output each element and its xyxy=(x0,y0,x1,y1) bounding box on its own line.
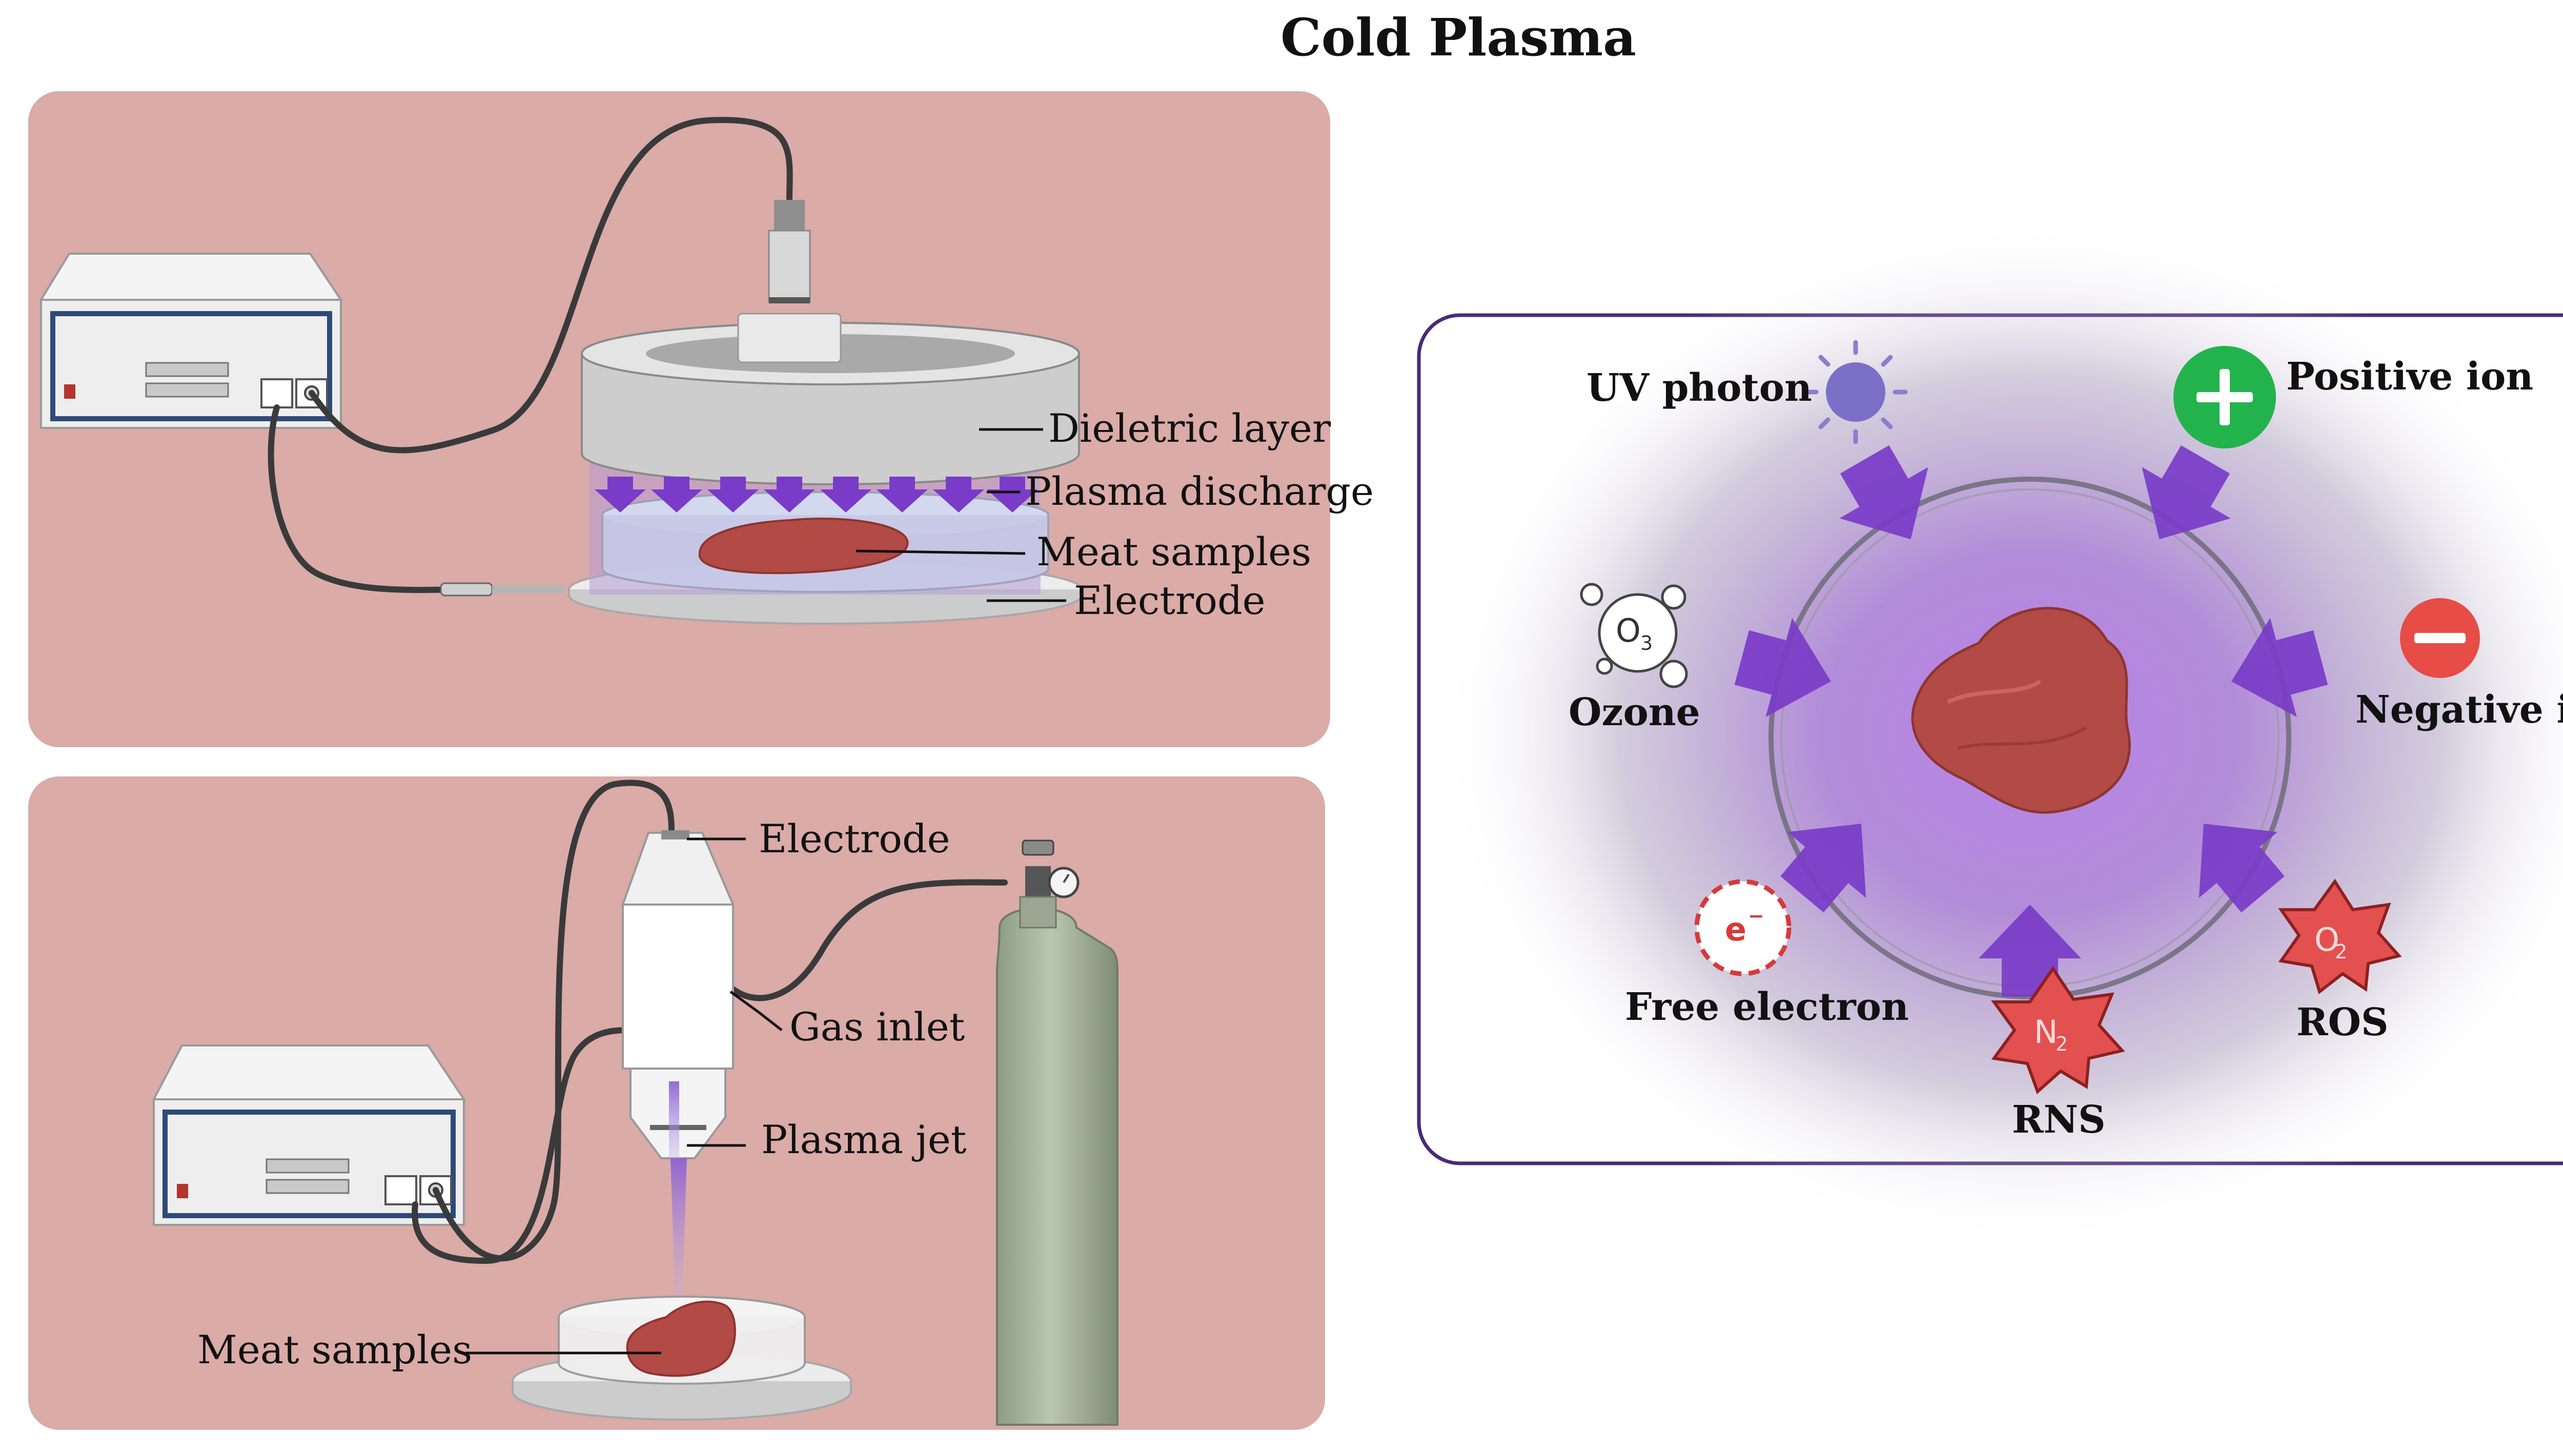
label-uv-photon: UV photon xyxy=(1586,366,1812,410)
power-supply-unit xyxy=(39,253,343,429)
species-panel: UV photon Positive ion O 3 Ozone Negativ… xyxy=(1417,220,2563,1245)
label-ros: ROS xyxy=(2296,1000,2388,1044)
plasma-jet-torch xyxy=(621,830,735,1174)
plasma-discharge-arrows xyxy=(595,477,1038,512)
dbd-panel: Dieletric layer Plasma discharge Meat sa… xyxy=(28,91,1374,747)
label-meat-samples-dbd: Meat samples xyxy=(1036,529,1311,575)
label-plasma-jet: Plasma jet xyxy=(761,1117,966,1162)
label-ozone: Ozone xyxy=(1569,690,1700,734)
gas-cylinder xyxy=(996,839,1118,1426)
jet-panel: Electrode Gas inlet Plasma jet Meat samp… xyxy=(28,776,1325,1430)
label-rns: RNS xyxy=(2012,1098,2106,1142)
negative-ion-icon xyxy=(2400,598,2480,678)
free-electron-icon xyxy=(1694,879,1792,976)
electron-symbol: e xyxy=(1725,911,1746,948)
meat-sample-jet xyxy=(626,1300,736,1377)
o2-symbol: O xyxy=(2314,921,2340,958)
rns-star-icon xyxy=(1991,966,2125,1095)
meat-sample-center xyxy=(1911,607,2131,814)
ozone-subscript: 3 xyxy=(1640,632,1653,654)
uv-photon-icon xyxy=(1803,340,1908,444)
plasma-jet-beam xyxy=(670,1158,687,1312)
ozone-icon xyxy=(1580,583,1688,688)
meat-sample-dbd xyxy=(698,518,909,575)
n2-subscript: 2 xyxy=(2056,1033,2068,1055)
label-electrode-jet: Electrode xyxy=(759,816,950,862)
o2-subscript: 2 xyxy=(2335,940,2347,963)
label-plasma-discharge: Plasma discharge xyxy=(1025,468,1374,514)
figure-title: Cold Plasma xyxy=(1280,7,1636,68)
power-supply-unit-jet xyxy=(152,1044,466,1226)
label-electrode-dbd: Electrode xyxy=(1074,578,1266,623)
label-gas-inlet: Gas inlet xyxy=(789,1004,965,1050)
positive-ion-icon xyxy=(2173,346,2276,448)
label-meat-samples-jet: Meat samples xyxy=(197,1327,472,1372)
electron-superscript: − xyxy=(1748,905,1764,927)
ozone-symbol: O xyxy=(1616,612,1641,649)
label-positive-ion: Positive ion xyxy=(2286,355,2533,399)
species-arrows xyxy=(1734,445,2328,997)
ros-star-icon xyxy=(2278,878,2402,995)
label-dielectric-layer: Dieletric layer xyxy=(1048,405,1331,451)
n2-symbol: N xyxy=(2034,1013,2058,1051)
label-negative-ion: Negative ion xyxy=(2355,688,2563,732)
label-free-electron: Free electron xyxy=(1625,985,1909,1029)
